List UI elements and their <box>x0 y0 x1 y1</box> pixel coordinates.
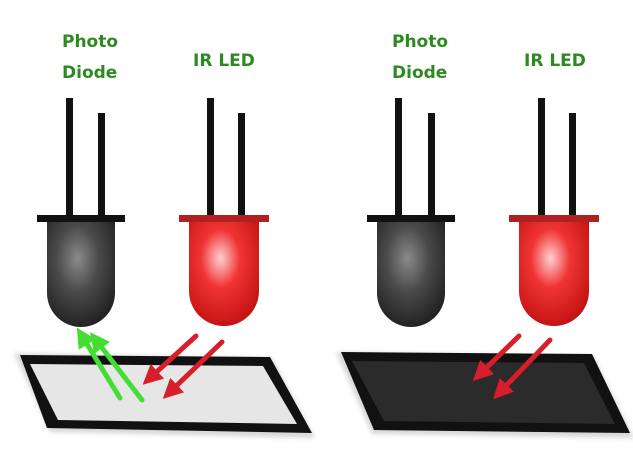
photodiode-pin-long <box>395 98 402 220</box>
photodiode-body <box>377 222 445 327</box>
ir-led-pin-short <box>569 113 576 220</box>
photodiode-label-line2: Diode <box>392 63 447 83</box>
scene-black-surface: Photo Diode IR LED <box>336 32 633 438</box>
reflected-rays <box>76 327 145 403</box>
ir-led-pin-short <box>238 113 245 220</box>
photodiode-label-line1: Photo <box>62 32 118 52</box>
photodiode-flange <box>367 215 455 222</box>
photodiode-flange <box>37 215 125 222</box>
ir-led-label: IR LED <box>524 51 586 71</box>
photodiode-label-line1: Photo <box>392 32 448 52</box>
photodiode-label-line2: Diode <box>62 63 117 83</box>
ir-absorbed-rays <box>472 333 553 400</box>
reflected-ray-1 <box>76 327 123 401</box>
photodiode-pin-long <box>66 98 73 220</box>
photodiode-pin-short <box>428 113 435 220</box>
scene-white-surface: Photo Diode IR LED <box>14 32 315 438</box>
photodiode-component <box>367 98 455 327</box>
ir-led-flange <box>509 215 599 222</box>
black-surface-face <box>352 361 615 424</box>
reflected-ray-2 <box>89 332 145 403</box>
ir-led-component <box>179 98 269 326</box>
ir-led-label: IR LED <box>193 51 255 71</box>
black-surface <box>336 352 633 438</box>
ir-led-pin-long <box>207 98 214 220</box>
ir-ray-2 <box>162 339 225 399</box>
ir-ray-1 <box>472 333 522 381</box>
ir-ray-1 <box>142 333 199 385</box>
ir-ray-2 <box>493 337 553 400</box>
photodiode-body <box>47 222 115 327</box>
ir-led-body <box>189 222 259 326</box>
photodiode-component <box>37 98 125 327</box>
photodiode-pin-short <box>98 113 105 220</box>
ir-led-component <box>509 98 599 326</box>
ir-led-flange <box>179 215 269 222</box>
ir-led-pin-long <box>538 98 545 220</box>
white-surface-face <box>30 364 297 424</box>
ir-emitted-rays <box>142 333 225 399</box>
ir-led-body <box>519 222 589 326</box>
